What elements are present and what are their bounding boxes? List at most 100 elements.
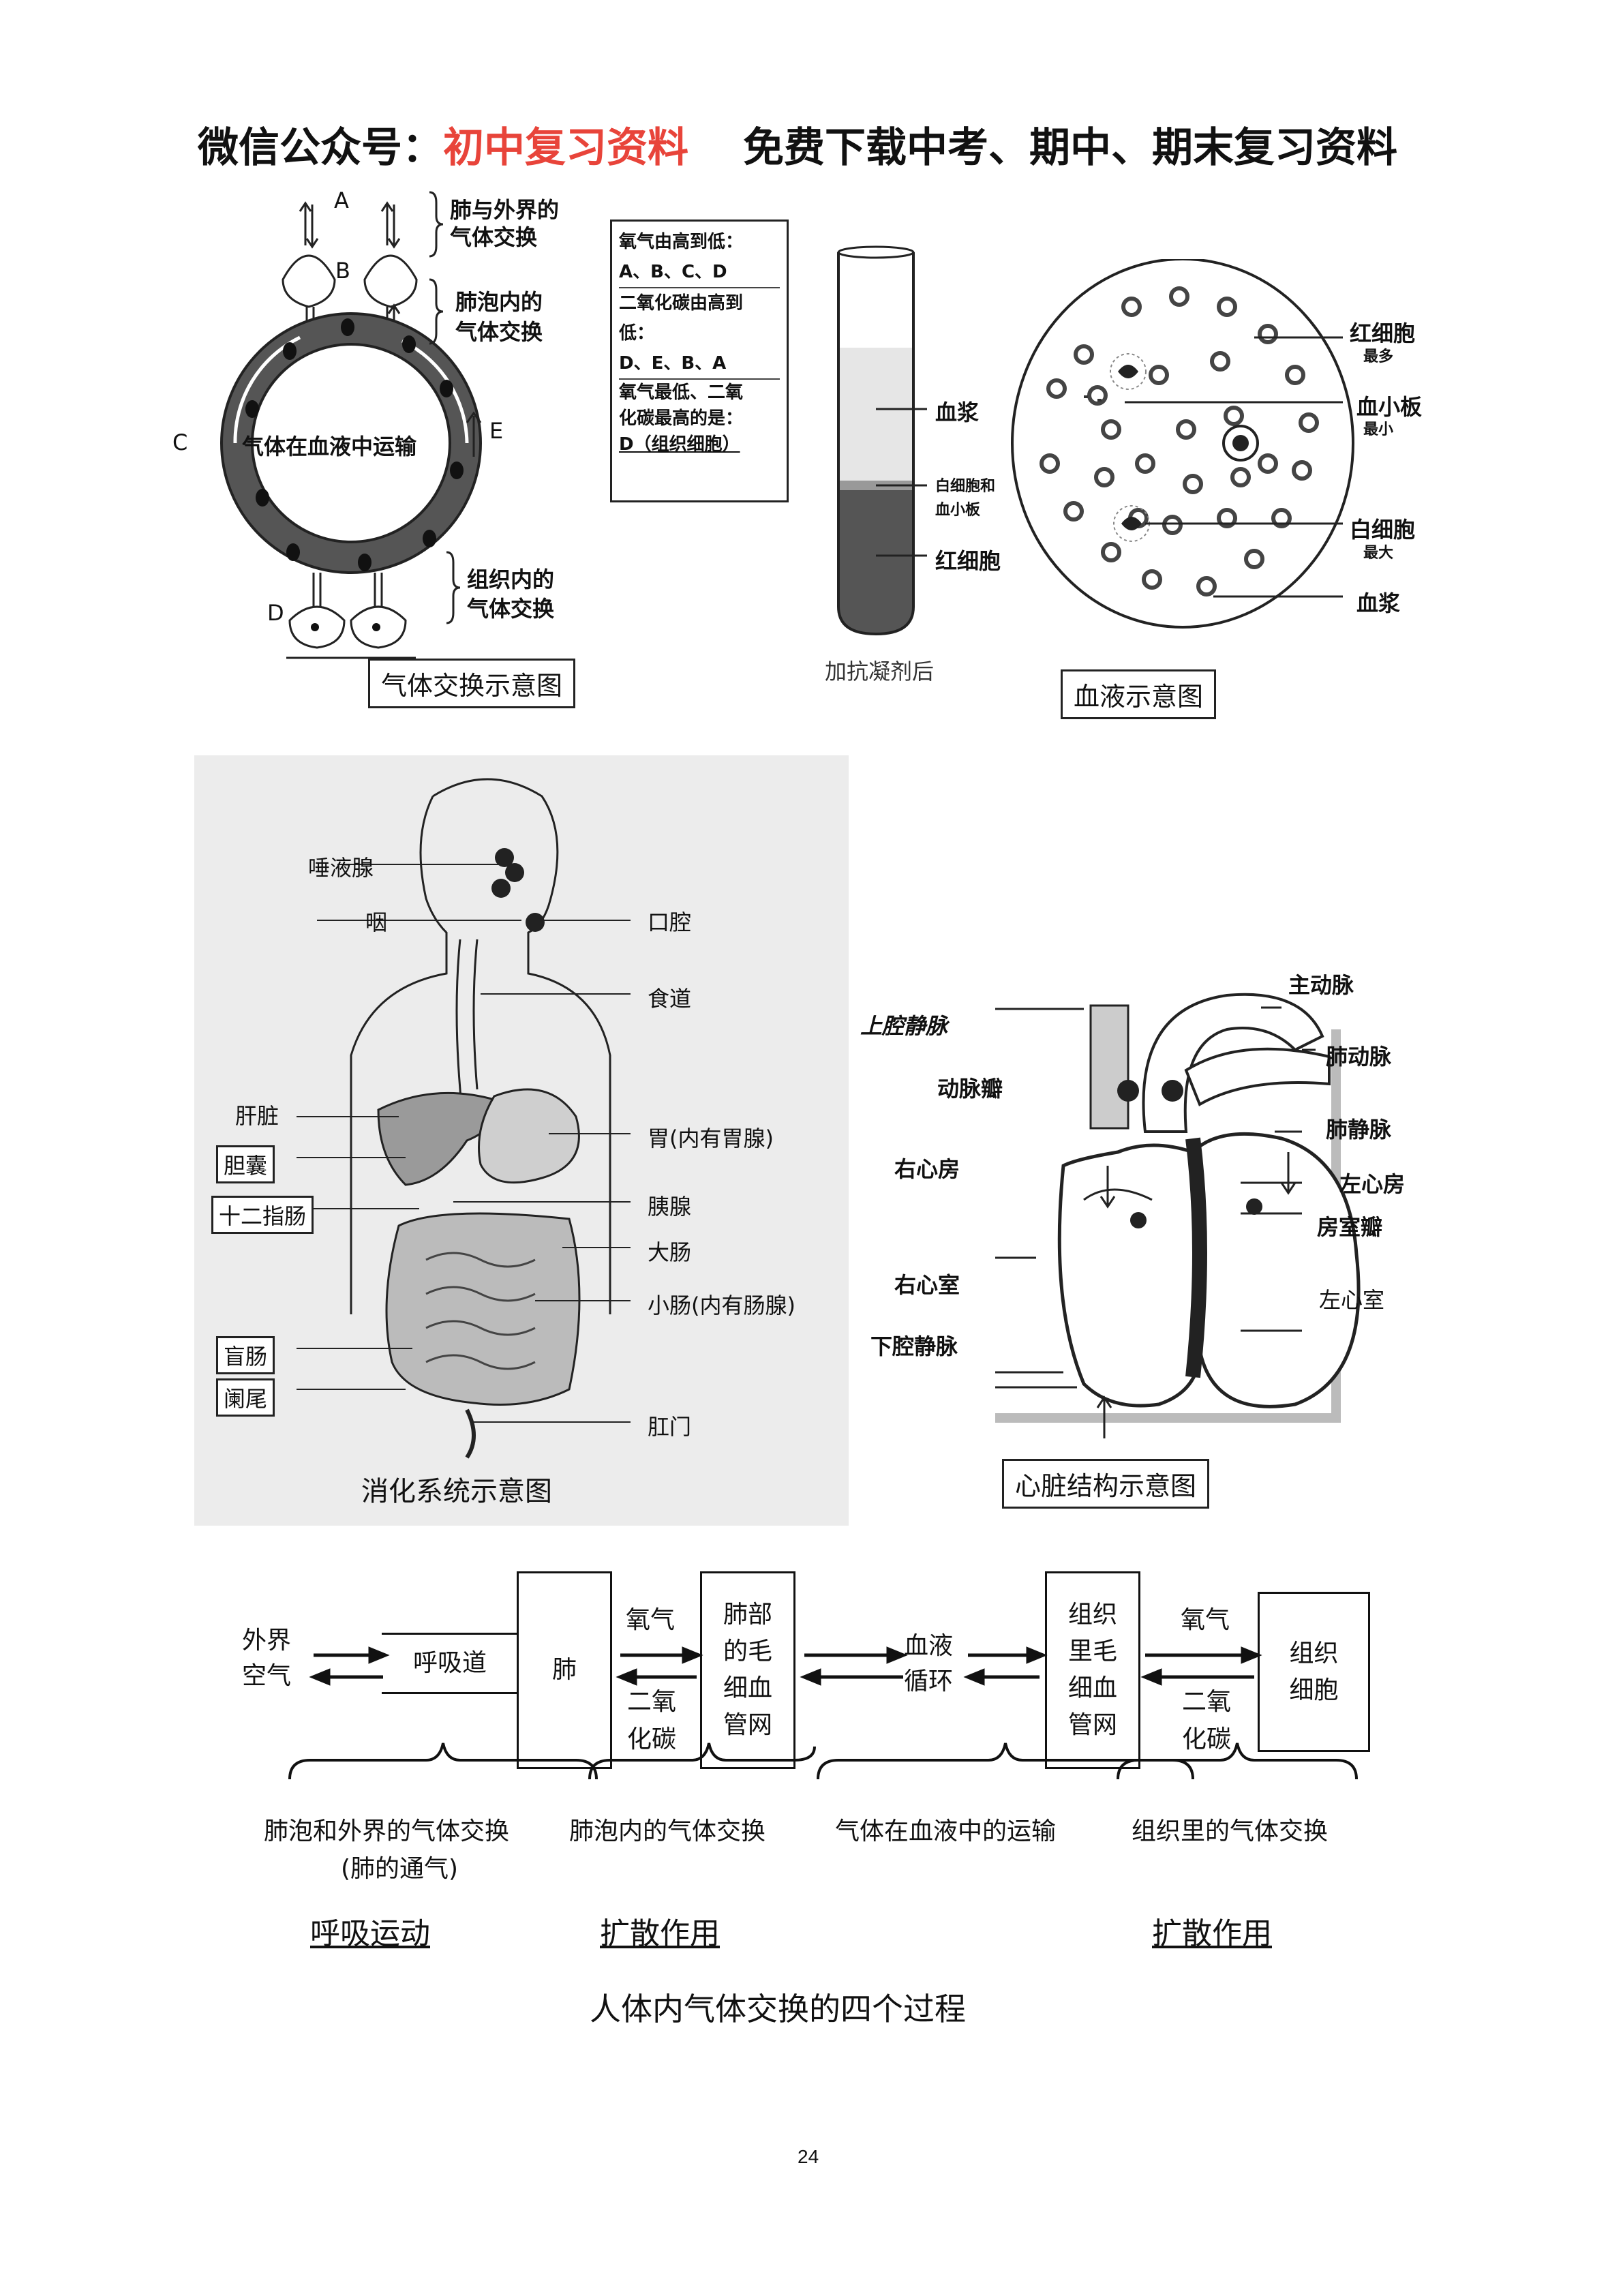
brace2-line1: 肺泡内的 bbox=[455, 289, 543, 315]
label-superior-vena-cava: 上腔静脉 bbox=[860, 1013, 948, 1039]
brace3-line2: 气体交换 bbox=[467, 596, 555, 622]
flow-blood-2: 循环 bbox=[904, 1667, 954, 1695]
lung-cap-4: 管网 bbox=[723, 1711, 772, 1739]
tissue-cap-4: 管网 bbox=[1067, 1711, 1117, 1739]
label-left-ventricle: 左心室 bbox=[1319, 1287, 1385, 1313]
digestive-caption: 消化系统示意图 bbox=[361, 1476, 552, 1507]
mechanism-3: 扩散作用 bbox=[1152, 1916, 1272, 1951]
brace2-line2: 气体交换 bbox=[455, 319, 543, 345]
brace1-line1: 肺与外界的 bbox=[450, 197, 560, 223]
blood-smear-drawing bbox=[1011, 259, 1354, 629]
flow-lung: 肺 bbox=[551, 1656, 577, 1684]
note-1: 氧气最低、二氧 bbox=[619, 382, 744, 403]
flow-outside-air-1: 外界 bbox=[242, 1627, 292, 1655]
tube-buffy-label-1: 白细胞和 bbox=[935, 478, 996, 495]
o2-block: 氧气由高到低： A、B、C、D bbox=[619, 227, 780, 288]
tube-caption: 加抗凝剂后 bbox=[825, 659, 935, 684]
label-pharynx: 咽 bbox=[365, 909, 388, 935]
label-gallbladder: 胆囊 bbox=[216, 1145, 275, 1183]
page-number: 24 bbox=[798, 2146, 819, 2167]
smear-platelet-label: 血小板 bbox=[1356, 394, 1423, 420]
label-pulmonary-vein: 肺静脉 bbox=[1326, 1117, 1392, 1143]
flow-co2-2a: 二氧 bbox=[1182, 1688, 1232, 1716]
co2-title-2: 低： bbox=[619, 323, 655, 344]
lung-cap-1: 肺部 bbox=[723, 1601, 772, 1629]
digestive-drawing bbox=[297, 778, 631, 1459]
test-tube-drawing bbox=[837, 245, 927, 636]
o2-title: 氧气由高到低： bbox=[619, 232, 744, 252]
phase3: 气体在血液中的运输 bbox=[835, 1817, 1057, 1845]
flow-airway: 呼吸道 bbox=[412, 1649, 487, 1677]
tube-plasma-label: 血浆 bbox=[935, 399, 980, 425]
tissue-cell-1: 组织 bbox=[1289, 1639, 1339, 1667]
flow-arrows bbox=[288, 1646, 1358, 1780]
label-pancreas: 胰腺 bbox=[648, 1194, 692, 1220]
smear-rbc-label: 红细胞 bbox=[1350, 320, 1416, 346]
label-stomach: 胃(内有胃腺) bbox=[648, 1126, 774, 1151]
label-inferior-vena-cava: 下腔静脉 bbox=[870, 1333, 958, 1359]
tube-buffy-label-2: 血小板 bbox=[935, 502, 981, 519]
tissue-cap-3: 细血 bbox=[1067, 1674, 1117, 1702]
label-pulmonary-artery: 肺动脉 bbox=[1326, 1044, 1392, 1070]
label-liver: 肝脏 bbox=[235, 1103, 279, 1129]
note-block: 氧气最低、二氧 化碳最高的是： D（组织细胞） bbox=[619, 380, 780, 457]
flow-lung-capillary-box: 肺部 的毛 细血 管网 bbox=[700, 1571, 795, 1769]
label-esophagus: 食道 bbox=[648, 986, 692, 1012]
gas-info-box: 氧气由高到低： A、B、C、D 二氧化碳由高到 低： D、E、B、A 氧气最低、… bbox=[610, 220, 789, 502]
flow-tissue-capillary-box: 组织 里毛 细血 管网 bbox=[1045, 1571, 1140, 1769]
o2-order: A、B、C、D bbox=[619, 262, 727, 282]
tissue-cap-2: 里毛 bbox=[1067, 1637, 1117, 1665]
mechanism-1: 呼吸运动 bbox=[310, 1916, 430, 1951]
blood-smear-caption: 血液示意图 bbox=[1061, 669, 1217, 719]
flow-oxygen-1: 氧气 bbox=[626, 1606, 676, 1634]
tissue-cap-1: 组织 bbox=[1067, 1601, 1117, 1629]
header-prefix: 微信公众号： bbox=[198, 124, 443, 172]
letter-b: B bbox=[335, 258, 350, 284]
label-arterial-valve: 动脉瓣 bbox=[937, 1076, 1003, 1102]
flow-airway-box: 呼吸道 bbox=[382, 1633, 518, 1694]
mechanism-2: 扩散作用 bbox=[600, 1916, 720, 1951]
smear-wbc-label: 白细胞 bbox=[1350, 517, 1416, 543]
flow-blood-1: 血液 bbox=[904, 1632, 954, 1660]
smear-rbc-note: 最多 bbox=[1363, 348, 1394, 365]
lung-cap-2: 的毛 bbox=[723, 1637, 772, 1665]
label-anus: 肛门 bbox=[648, 1414, 692, 1440]
phase2: 肺泡内的气体交换 bbox=[569, 1817, 766, 1845]
label-aorta: 主动脉 bbox=[1288, 972, 1354, 998]
label-av-valve: 房室瓣 bbox=[1317, 1214, 1383, 1240]
note-3: D（组织细胞） bbox=[619, 434, 740, 455]
label-duodenum: 十二指肠 bbox=[211, 1196, 314, 1234]
label-left-atrium: 左心房 bbox=[1339, 1171, 1406, 1197]
page-header: 微信公众号：初中复习资料 免费下载中考、期中、期末复习资料 bbox=[198, 115, 1425, 190]
letter-e: E bbox=[489, 418, 504, 444]
header-suffix: 免费下载中考、期中、期末复习资料 bbox=[743, 124, 1397, 172]
label-right-atrium: 右心房 bbox=[894, 1156, 960, 1182]
header-highlight: 初中复习资料 bbox=[443, 124, 688, 172]
smear-platelet-note: 最小 bbox=[1363, 421, 1394, 438]
gas-exchange-caption: 气体交换示意图 bbox=[368, 659, 576, 708]
phase4: 组织里的气体交换 bbox=[1132, 1817, 1329, 1845]
letter-c: C bbox=[172, 429, 188, 455]
flow-oxygen-2: 氧气 bbox=[1181, 1606, 1230, 1634]
label-small-intestine: 小肠(内有肠腺) bbox=[648, 1293, 795, 1318]
phase1-line2: (肺的通气) bbox=[341, 1855, 459, 1883]
co2-order: D、E、B、A bbox=[619, 353, 727, 374]
label-large-intestine: 大肠 bbox=[648, 1239, 692, 1265]
tissue-cell-2: 细胞 bbox=[1289, 1676, 1339, 1704]
label-cecum: 盲肠 bbox=[216, 1336, 275, 1374]
flow-tissue-cell-box: 组织 细胞 bbox=[1258, 1592, 1370, 1752]
label-salivary-gland: 唾液腺 bbox=[308, 855, 374, 881]
note-2: 化碳最高的是： bbox=[619, 408, 744, 429]
phase1-line1: 肺泡和外界的气体交换 bbox=[264, 1817, 510, 1845]
heart-caption: 心脏结构示意图 bbox=[1002, 1459, 1210, 1509]
ring-text: 气体在血液中运输 bbox=[242, 434, 417, 459]
heart-drawing bbox=[995, 993, 1361, 1438]
smear-wbc-note: 最大 bbox=[1363, 545, 1394, 562]
label-right-ventricle: 右心室 bbox=[894, 1272, 960, 1298]
flow-title: 人体内气体交换的四个过程 bbox=[590, 1991, 966, 2027]
flow-co2-1b: 化碳 bbox=[627, 1725, 677, 1753]
label-appendix: 阑尾 bbox=[216, 1378, 275, 1417]
letter-d: D bbox=[267, 600, 284, 626]
flow-co2-2b: 化碳 bbox=[1182, 1725, 1232, 1753]
flow-outside-air-2: 空气 bbox=[242, 1662, 292, 1690]
